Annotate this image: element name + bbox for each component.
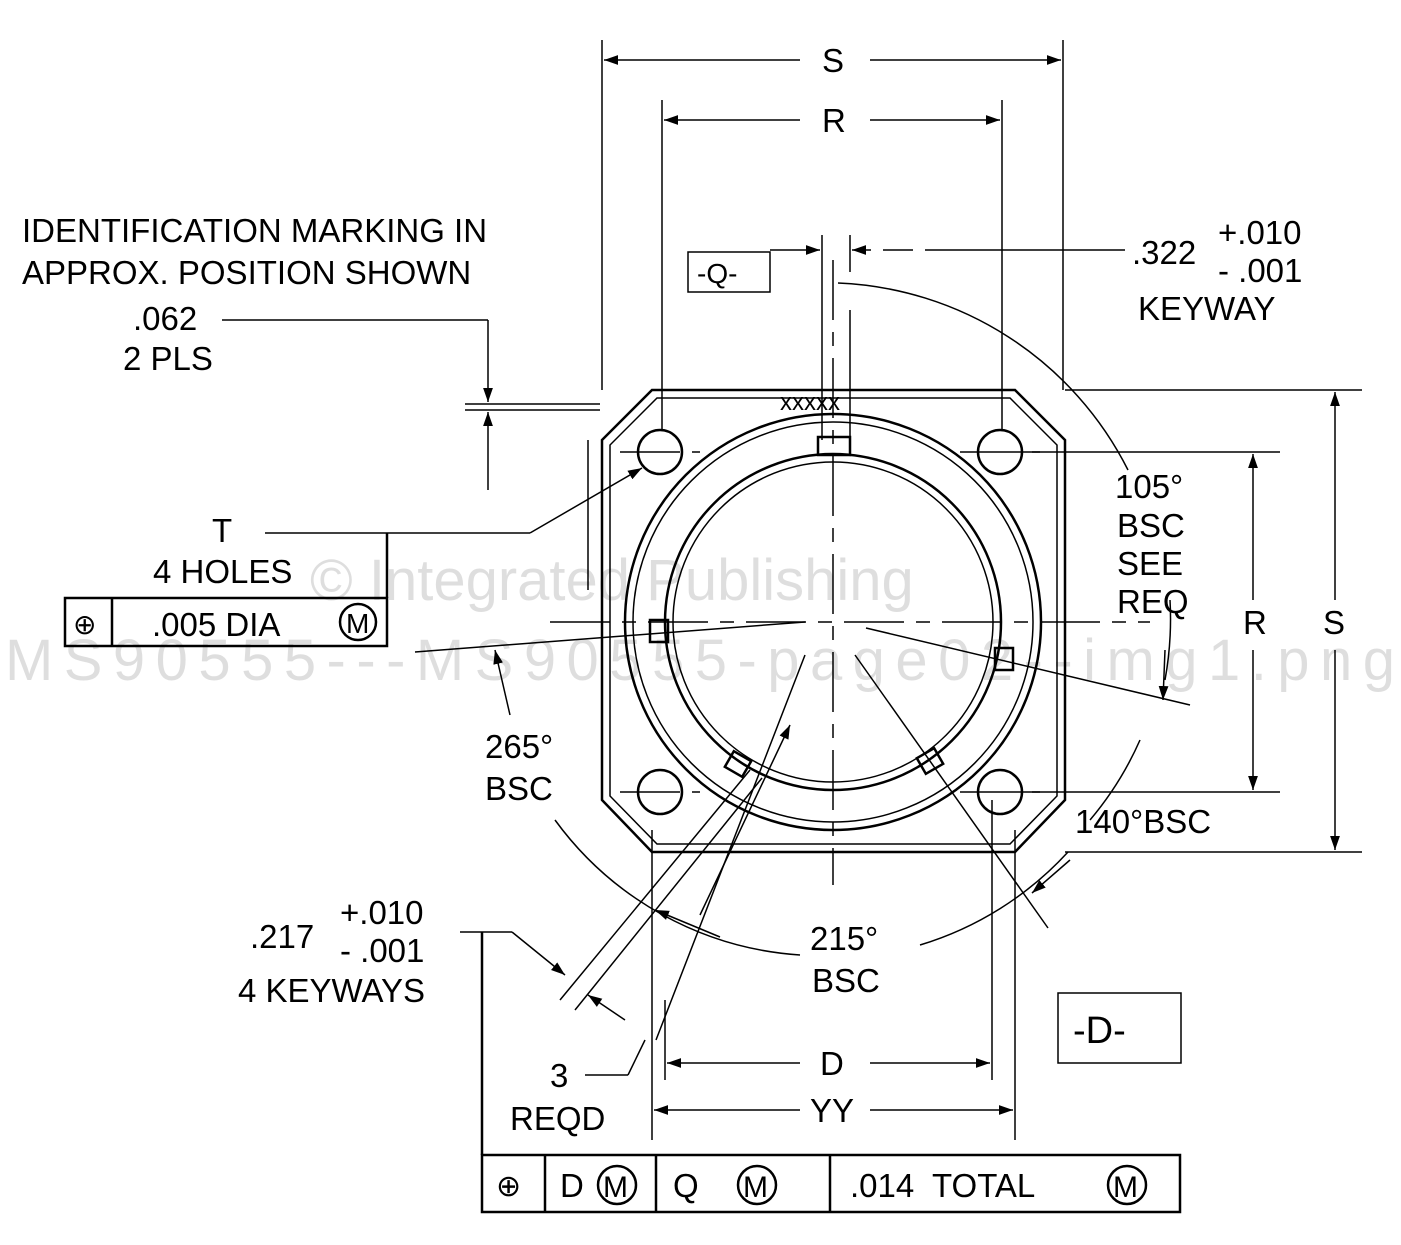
dim-d: D — [820, 1045, 844, 1082]
angle-105-see: SEE — [1117, 545, 1183, 582]
keyway-value: .322 — [1132, 234, 1196, 271]
keyways4-value: .217 — [250, 918, 314, 955]
keyway-tol-plus: +.010 — [1218, 214, 1302, 251]
angle-215-bsc: BSC — [812, 962, 880, 999]
datum-d-mmc: M — [603, 1171, 628, 1204]
dim-s-top: S — [822, 42, 844, 79]
holes-label: T — [212, 512, 232, 549]
datum-ref-q: Q — [673, 1167, 699, 1204]
angle-arcs — [493, 282, 1172, 956]
id-marking-line2: APPROX. POSITION SHOWN — [22, 254, 471, 291]
angle-215: 215° — [810, 920, 878, 957]
keyways4-label: 4 KEYWAYS — [238, 972, 425, 1009]
dim-yy: YY — [810, 1092, 854, 1129]
angle-140: 140°BSC — [1075, 803, 1211, 840]
keyway-label: KEYWAY — [1138, 290, 1276, 327]
id-marks: xxxxx — [780, 389, 840, 416]
angle-105: 105° — [1115, 468, 1183, 505]
watermark-line2: MS90555---MS90555-page02--img1.png — [5, 628, 1395, 693]
dimension-lines — [222, 55, 1340, 1115]
bottom-feature-control-frame: ⊕ D M Q M .014 TOTAL M — [480, 932, 1182, 1214]
angle-105-req: REQ — [1117, 583, 1189, 620]
reqd-label: REQD — [510, 1100, 605, 1137]
angle-105-bsc: BSC — [1117, 507, 1185, 544]
mmc-modifier: M — [346, 608, 369, 639]
position-symbol-2: ⊕ — [496, 1170, 521, 1203]
thickness-note: 2 PLS — [123, 340, 213, 377]
keyways4-tol-minus: - .001 — [340, 932, 424, 969]
hole-feature-control-frame: ⊕ .005 DIA M — [63, 533, 389, 648]
datum-q-frame — [687, 251, 771, 293]
keyway-tol-minus: - .001 — [1218, 252, 1302, 289]
datum-q-mmc: M — [743, 1171, 768, 1204]
datum-d: -D- — [1073, 1010, 1126, 1052]
center-lines — [414, 260, 1191, 1041]
position-symbol: ⊕ — [73, 609, 96, 640]
keyways4-tol-plus: +.010 — [340, 894, 424, 931]
holes-count: 4 HOLES — [153, 553, 292, 590]
total-tolerance: .014 TOTAL — [850, 1167, 1035, 1204]
dim-r-top: R — [822, 102, 846, 139]
thickness-value: .062 — [133, 300, 197, 337]
angle-265-bsc: BSC — [485, 770, 553, 807]
extension-lines — [465, 40, 1362, 1140]
hole-tolerance: .005 DIA — [152, 606, 280, 643]
flange-plate — [600, 388, 1067, 854]
dim-s-side: S — [1323, 604, 1345, 641]
datum-ref-d: D — [560, 1167, 584, 1204]
labels: S R IDENTIFICATION MARKING IN APPROX. PO… — [22, 42, 1345, 1214]
reqd-value: 3 — [550, 1057, 568, 1094]
datum-q: -Q- — [697, 258, 737, 289]
watermark-line1: © Integrated Publishing — [310, 548, 914, 613]
datum-d-frame — [1057, 992, 1182, 1064]
dim-r-side: R — [1243, 604, 1267, 641]
total-mmc: M — [1113, 1171, 1138, 1204]
id-marking-line1: IDENTIFICATION MARKING IN — [22, 212, 487, 249]
angle-265: 265° — [485, 728, 553, 765]
